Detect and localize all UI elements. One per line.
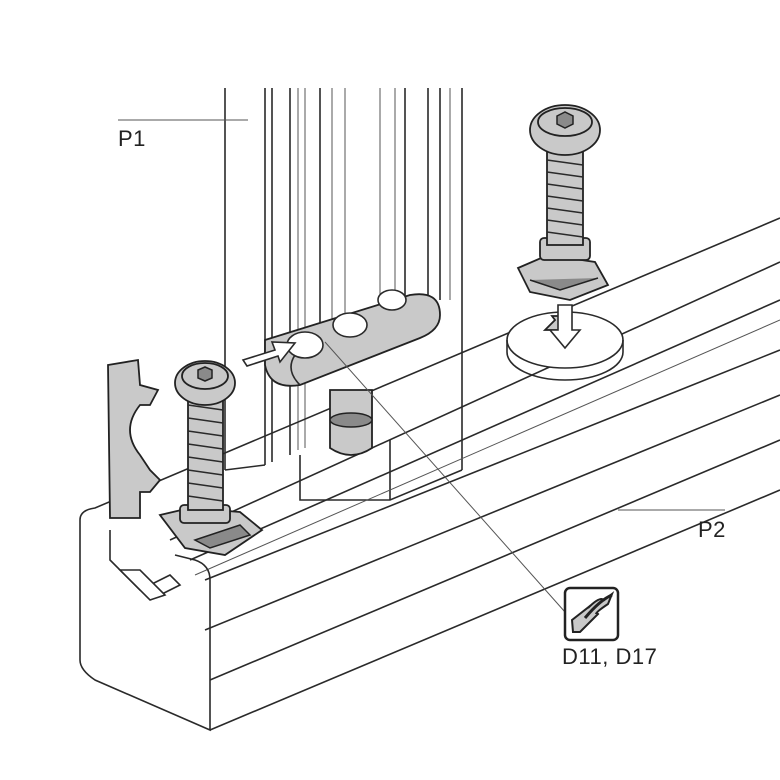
right-screw-assembly xyxy=(506,104,624,381)
vertical-profile-p1 xyxy=(224,88,463,501)
horizontal-profile-p2 xyxy=(79,217,780,732)
drill-bit-icon xyxy=(563,586,620,642)
clamp-connector xyxy=(241,289,441,456)
label-p2: P2 xyxy=(698,517,726,542)
left-screw-assembly xyxy=(107,358,264,556)
label-p1: P1 xyxy=(118,126,146,151)
label-tool-reference: D11, D17 xyxy=(562,644,658,669)
leader-line-tool xyxy=(324,341,566,613)
